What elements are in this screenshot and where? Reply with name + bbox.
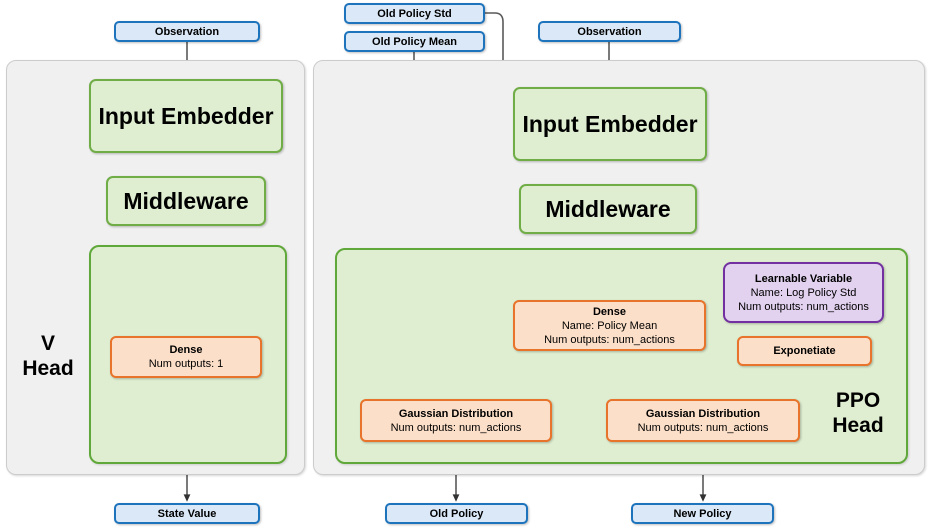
ppo-input-embedder[interactable]: Input Embedder <box>513 87 707 161</box>
ppo-gaussian-new-title: Gaussian Distribution <box>645 407 761 420</box>
input-observation-v[interactable]: Observation <box>114 21 260 42</box>
ppo-dense-policy-mean[interactable]: Dense Name: Policy Mean Num outputs: num… <box>513 300 706 351</box>
ppo-head-section-title: PPO Head <box>832 389 884 437</box>
ppo-learnable-variable[interactable]: Learnable Variable Name: Log Policy Std … <box>723 262 884 323</box>
ppo-dense-policy-mean-title: Dense <box>592 305 627 318</box>
v-dense-title: Dense <box>169 344 203 356</box>
v-middleware-label: Middleware <box>123 188 249 214</box>
ppo-gaussian-old-title: Gaussian Distribution <box>398 407 514 420</box>
output-old-policy-label: Old Policy <box>429 507 484 520</box>
ppo-input-embedder-label: Input Embedder <box>522 111 698 137</box>
input-old-policy-mean-label: Old Policy Mean <box>372 35 457 48</box>
ppo-dense-policy-mean-name: Name: Policy Mean <box>561 319 658 332</box>
ppo-gaussian-old-num-outputs: Num outputs: num_actions <box>390 421 522 434</box>
output-new-policy-label: New Policy <box>673 507 732 520</box>
ppo-middleware-label: Middleware <box>545 196 671 222</box>
ppo-learnable-variable-num-outputs: Num outputs: num_actions <box>738 300 869 313</box>
v-middleware[interactable]: Middleware <box>106 176 266 226</box>
ppo-exponetiate[interactable]: Exponetiate <box>737 336 872 366</box>
output-old-policy[interactable]: Old Policy <box>385 503 528 524</box>
output-new-policy[interactable]: New Policy <box>631 503 774 524</box>
ppo-gaussian-new-num-outputs: Num outputs: num_actions <box>637 421 769 434</box>
ppo-gaussian-new[interactable]: Gaussian Distribution Num outputs: num_a… <box>606 399 800 442</box>
v-dense[interactable]: Dense Num outputs: 1 <box>110 336 262 378</box>
input-observation-ppo[interactable]: Observation <box>538 21 681 42</box>
ppo-learnable-variable-title: Learnable Variable <box>754 272 853 285</box>
v-input-embedder[interactable]: Input Embedder <box>89 79 283 153</box>
ppo-middleware[interactable]: Middleware <box>519 184 697 234</box>
input-old-policy-std-label: Old Policy Std <box>377 7 452 20</box>
v-dense-num-outputs: Num outputs: 1 <box>148 358 224 370</box>
output-state-value-label: State Value <box>157 507 217 520</box>
v-head-section-title: V Head <box>22 332 74 380</box>
output-state-value[interactable]: State Value <box>114 503 260 524</box>
ppo-gaussian-old[interactable]: Gaussian Distribution Num outputs: num_a… <box>360 399 552 442</box>
ppo-exponetiate-title: Exponetiate <box>773 345 836 357</box>
input-observation-ppo-label: Observation <box>577 25 642 38</box>
input-old-policy-std[interactable]: Old Policy Std <box>344 3 485 24</box>
v-input-embedder-label: Input Embedder <box>98 103 274 129</box>
ppo-dense-policy-mean-num-outputs: Num outputs: num_actions <box>544 333 675 346</box>
input-observation-v-label: Observation <box>154 25 220 38</box>
ppo-learnable-variable-name: Name: Log Policy Std <box>750 286 857 299</box>
input-old-policy-mean[interactable]: Old Policy Mean <box>344 31 485 52</box>
